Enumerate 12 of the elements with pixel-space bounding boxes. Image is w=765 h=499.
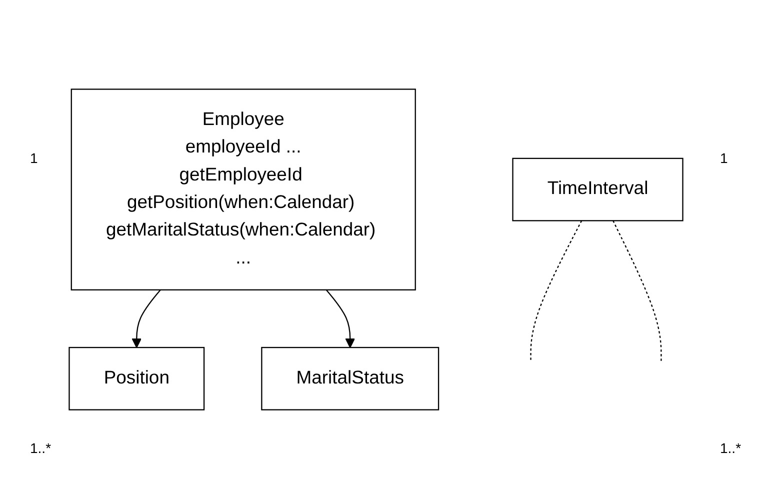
node-box: Employee employeeId ... getEmployeeId getPosition(when:Calendar) getMaritalStatus(when:Calendar) ...	[70, 88, 416, 290]
multiplicity-label: 1..*	[720, 440, 742, 456]
multiplicity-label: 1	[720, 150, 728, 166]
node-box: Position	[68, 346, 205, 410]
node-box: TimeInterval	[512, 158, 684, 222]
multiplicity-label: 1	[30, 150, 38, 166]
node-box: MaritalStatus	[261, 346, 440, 410]
multiplicity-label: 1..*	[30, 440, 52, 456]
arrow	[326, 289, 356, 348]
connector	[530, 220, 582, 362]
arrow	[132, 289, 161, 348]
connector	[612, 220, 662, 362]
